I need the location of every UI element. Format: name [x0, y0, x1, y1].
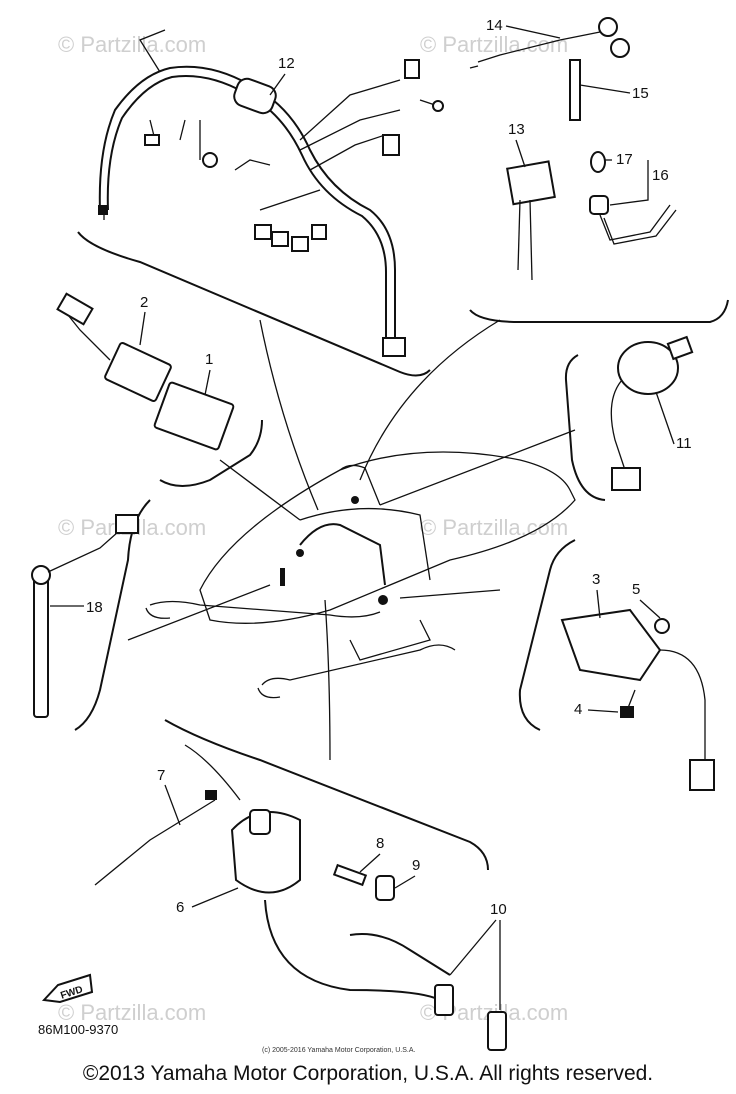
parts-diagram: © Partzilla.com © Partzilla.com © Partzi…: [31, 17, 729, 1054]
watermark: © Partzilla.com: [420, 32, 568, 57]
callout-16: 16: [652, 167, 669, 184]
watermark: © Partzilla.com: [58, 32, 206, 57]
callout-8: 8: [376, 835, 384, 852]
leader-lines: [127, 319, 576, 761]
divider-cdi-group: [518, 539, 576, 731]
relay-parts: [56, 292, 235, 451]
callout-15: 15: [632, 85, 649, 102]
callout-2: 2: [140, 294, 148, 311]
cdi-unit: [560, 608, 715, 791]
snowmobile-outline: [145, 451, 576, 699]
main-switch: [610, 335, 694, 491]
watermark: © Partzilla.com: [58, 1000, 206, 1025]
callout-13: 13: [508, 121, 525, 138]
ignition-coil-parts: [94, 744, 507, 1051]
callouts: 1 2 3 4 5 6 7 8 9 10 11 12 13 14 15 16 1…: [50, 17, 692, 1010]
divider-wire-harness: [77, 231, 431, 377]
diagram-code: 86M100-9370: [38, 1022, 118, 1037]
small-copyright: (c) 2005-2016 Yamaha Motor Corporation, …: [262, 1047, 415, 1054]
footer-copyright: ©2013 Yamaha Motor Corporation, U.S.A. A…: [82, 1062, 654, 1085]
top-right-parts: [469, 17, 677, 281]
divider-main-switch: [564, 354, 606, 501]
wire-harness: [98, 29, 444, 357]
watermark: © Partzilla.com: [420, 515, 568, 540]
callout-18: 18: [86, 599, 103, 616]
group-dividers: [74, 231, 729, 871]
callout-14: 14: [486, 17, 503, 34]
callout-11: 11: [676, 435, 692, 452]
divider-coil-group: [164, 719, 489, 871]
callout-9: 9: [412, 857, 420, 874]
callout-3: 3: [592, 571, 600, 588]
divider-regulator-group: [469, 299, 729, 323]
speed-sensor: [31, 514, 139, 718]
callout-12: 12: [278, 55, 295, 72]
divider-sensor-group: [74, 499, 151, 731]
frame-harness: [280, 496, 388, 605]
callout-7: 7: [157, 767, 165, 784]
callout-17: 17: [616, 151, 633, 168]
fwd-arrow-icon: FWD: [41, 973, 94, 1004]
callout-6: 6: [176, 899, 184, 916]
callout-4: 4: [574, 701, 582, 718]
callout-1: 1: [205, 351, 213, 368]
callout-10: 10: [490, 901, 507, 918]
callout-5: 5: [632, 581, 640, 598]
